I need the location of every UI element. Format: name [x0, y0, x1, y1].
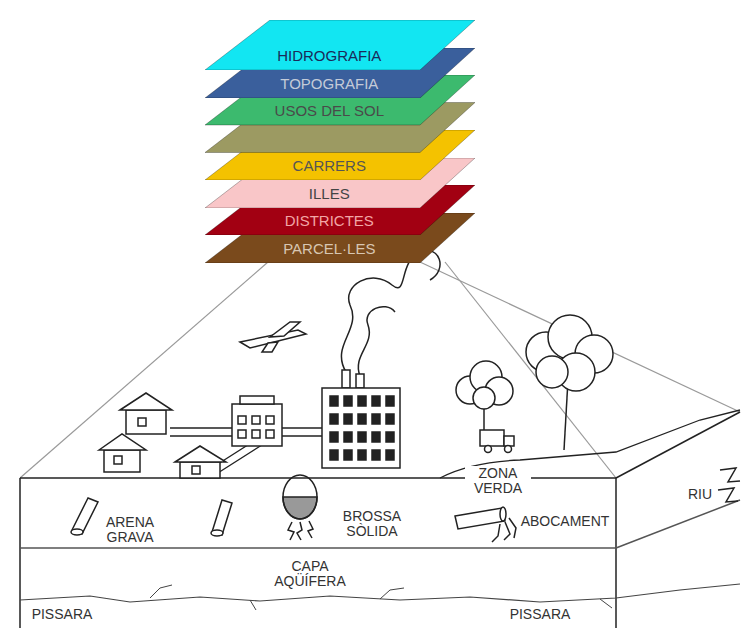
garbage-deposit	[283, 475, 317, 540]
layer-name: PARCEL·LES	[283, 240, 375, 258]
layer-name: DISTRICTES	[285, 212, 374, 230]
illustration-label: BROSSA SÒLIDA	[334, 509, 410, 539]
projection-lines	[20, 262, 740, 478]
illustration-label: ZONA VERDA	[465, 466, 531, 496]
illustration-label: ABOCAMENT	[519, 514, 612, 529]
layer-name: HIDROGRAFIA	[277, 47, 381, 65]
ground-block	[20, 410, 740, 628]
illustration-label: ARENA GRAVA	[97, 515, 163, 545]
roads	[170, 428, 322, 478]
airplane	[240, 322, 306, 352]
houses	[99, 393, 226, 478]
illustration-label: PISSARA	[508, 607, 573, 622]
layer-name: CARRERS	[293, 157, 366, 175]
layer-name: ILLES	[309, 185, 350, 203]
layer-plane	[205, 20, 475, 70]
trees	[456, 315, 613, 450]
river	[718, 468, 740, 502]
illustration-label: PISSARA	[30, 607, 95, 622]
layer-name: TOPOGRAFIA	[280, 75, 378, 93]
map-layer: HIDROGRAFIA	[205, 20, 475, 70]
illustration-label: RIU	[686, 487, 714, 502]
discharge-pipe	[455, 507, 516, 542]
illustration-label: CAPA AQÜÍFERA	[263, 559, 357, 589]
truck	[480, 430, 514, 453]
layer-name: USOS DEL SOL	[275, 102, 384, 120]
factory	[322, 250, 440, 468]
office-building	[232, 396, 282, 446]
